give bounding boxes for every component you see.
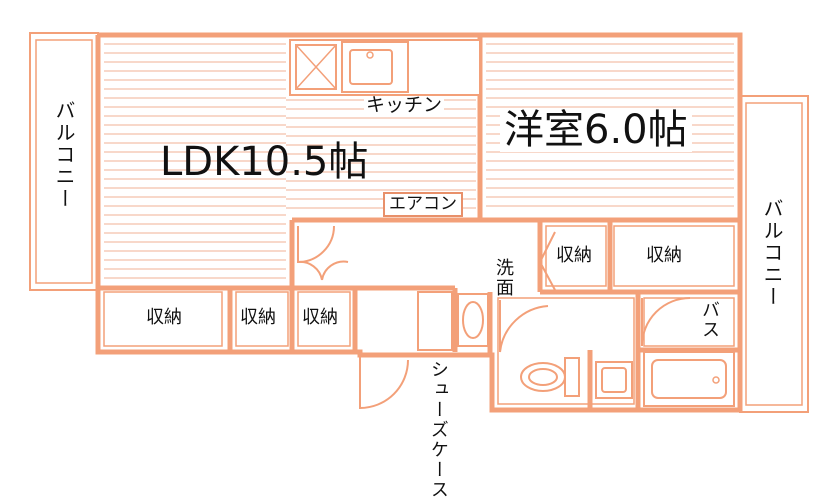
walls	[95, 32, 743, 413]
aircon-label: エアコン	[383, 192, 463, 217]
shoe-cabinet	[417, 291, 453, 351]
door-swings	[297, 225, 691, 410]
storage-label-1: 収納	[146, 307, 182, 328]
storage-label-3: 収納	[302, 307, 338, 328]
floor-plan	[29, 32, 809, 413]
western-room-label: 洋室6.0帖	[500, 108, 692, 152]
balcony-left-label: バルコニー	[52, 100, 76, 210]
sink-drain-icon	[366, 51, 374, 59]
kitchen-label: キッチン	[364, 94, 445, 116]
storage-label-4: 収納	[556, 245, 592, 266]
storage-label-2: 収納	[240, 307, 276, 328]
bath-label: バス	[699, 300, 720, 340]
washroom-label: 洗面	[493, 258, 514, 298]
bathtub-icon	[643, 351, 735, 407]
shoe-case-label: シューズケース	[427, 360, 449, 500]
balcony-right-label: バルコニー	[760, 198, 784, 308]
toilet-icon	[520, 357, 580, 397]
hand-sink-icon	[595, 361, 633, 399]
ldk-label: LDK10.5帖	[160, 139, 369, 185]
kitchen-counter	[289, 39, 481, 96]
storage-label-5: 収納	[646, 245, 682, 266]
